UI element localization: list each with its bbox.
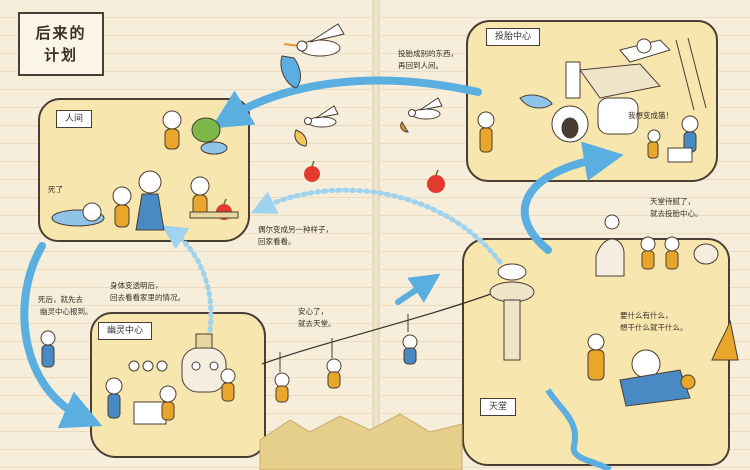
note-relieved-2: 就去天堂。: [298, 319, 336, 328]
heaven-lounging: [545, 319, 739, 470]
note-bored-2: 就去投胎中心。: [650, 209, 703, 218]
label-ghost: 幽灵中心: [98, 322, 153, 340]
arrow-to-heaven: [395, 273, 441, 305]
stork-icon: [280, 23, 345, 89]
note-body-cleared-1: 身体变透明后，: [110, 281, 163, 290]
walking-person-icon: [40, 330, 56, 368]
note-ghost-first-2: 幽灵中心报到。: [40, 307, 93, 316]
reincarnation-machine: [477, 37, 707, 163]
camel-and-people: [595, 214, 719, 277]
arrow-human-to-ghost: [20, 242, 103, 429]
note-sometimes-2: 回家看看。: [258, 237, 296, 246]
book-gutter: [372, 0, 380, 470]
note-ghost-first-1: 死后，就先去: [38, 295, 83, 304]
note-reborn-2: 再回到人间。: [398, 61, 443, 70]
arrow-heaven-to-reincarnation: [520, 141, 624, 254]
note-heaven-2: 想干什么就干什么。: [620, 323, 688, 332]
note-heaven-1: 要什么有什么，: [620, 311, 673, 320]
title-line-2: 计划: [43, 46, 78, 64]
heaven-tower: [489, 263, 535, 361]
human-figures: [51, 110, 239, 231]
label-human: 人间: [56, 110, 93, 128]
label-heaven: 天堂: [480, 398, 517, 416]
arrow-dotted-ghost-to-human: [161, 225, 214, 333]
arrow-dotted-to-home: [250, 187, 503, 265]
note-bored-1: 天堂待腻了，: [650, 197, 695, 206]
arrow-reincarnation-to-human: [210, 76, 482, 129]
note-relieved-1: 安心了，: [298, 307, 328, 316]
cable-cars: [274, 314, 418, 403]
stork-right-icon: [400, 97, 443, 133]
note-dead: 死了: [48, 185, 63, 194]
label-reincarnation: 投胎中心: [486, 28, 541, 46]
note-sometimes-1: 偶尔变成另一种样子，: [258, 225, 333, 234]
note-body-cleared-2: 回去看看家里的情况。: [110, 293, 185, 302]
note-want-to-be: 我想变成猫！: [628, 111, 673, 120]
title-line-1: 后来的: [35, 24, 87, 42]
cable-line: [261, 289, 503, 365]
ghost-center-machine: [105, 333, 236, 425]
stork-small-icon: [294, 105, 339, 147]
mountain-range: [259, 413, 463, 470]
title-box: 后来的 计划: [18, 12, 104, 76]
note-reborn-1: 投胎成别的东西，: [398, 49, 458, 58]
